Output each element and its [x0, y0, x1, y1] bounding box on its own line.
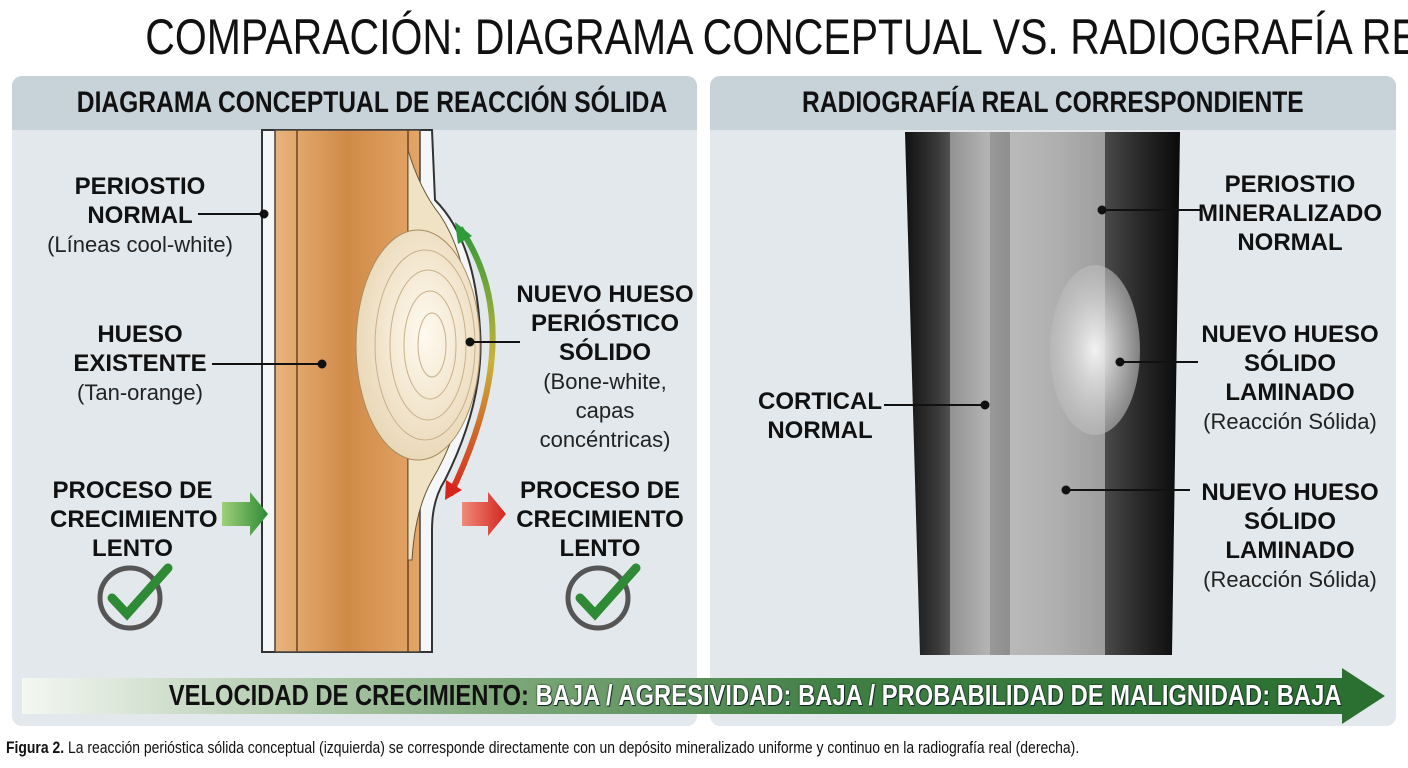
- figure-caption: Figura 2. La reacción perióstica sólida …: [6, 738, 1080, 757]
- growth-rate-arrow-bar: [22, 668, 1385, 724]
- label-nuevo-hueso-laminado-2: NUEVO HUESO SÓLIDO LAMINADO(Reacción Sól…: [1201, 479, 1379, 592]
- label-cortical-normal: CORTICAL NORMAL: [758, 388, 882, 444]
- check-icon-left: [97, 563, 173, 631]
- label-periostio-mineralizado: PERIOSTIO MINERALIZADO NORMAL: [1198, 171, 1382, 256]
- label-periostio-normal: PERIOSTIO NORMAL(Líneas cool-white): [47, 173, 233, 257]
- label-nuevo-hueso-periostico: NUEVO HUESO PERIÓSTICO SÓLIDO(Bone-white…: [516, 281, 694, 452]
- label-proceso-lento-left: PROCESO DE CRECIMIENTO LENTO: [50, 477, 218, 562]
- label-hueso-existente: HUESO EXISTENTE(Tan-orange): [73, 321, 207, 405]
- label-nuevo-hueso-laminado-1: NUEVO HUESO SÓLIDO LAMINADO(Reacción Sól…: [1201, 321, 1379, 434]
- page-title: COMPARACIÓN: DIAGRAMA CONCEPTUAL VS. RAD…: [145, 9, 1408, 65]
- radiograph-panel-header: RADIOGRAFÍA REAL CORRESPONDIENTE: [710, 76, 1396, 130]
- label-proceso-lento-right: PROCESO DE CRECIMIENTO LENTO: [516, 477, 684, 562]
- conceptual-panel-header: DIAGRAMA CONCEPTUAL DE REACCIÓN SÓLIDA: [12, 76, 697, 130]
- check-icon-right: [565, 563, 641, 631]
- growth-rate-summary: VELOCIDAD DE CRECIMIENTO: BAJA / AGRESIV…: [168, 680, 1342, 712]
